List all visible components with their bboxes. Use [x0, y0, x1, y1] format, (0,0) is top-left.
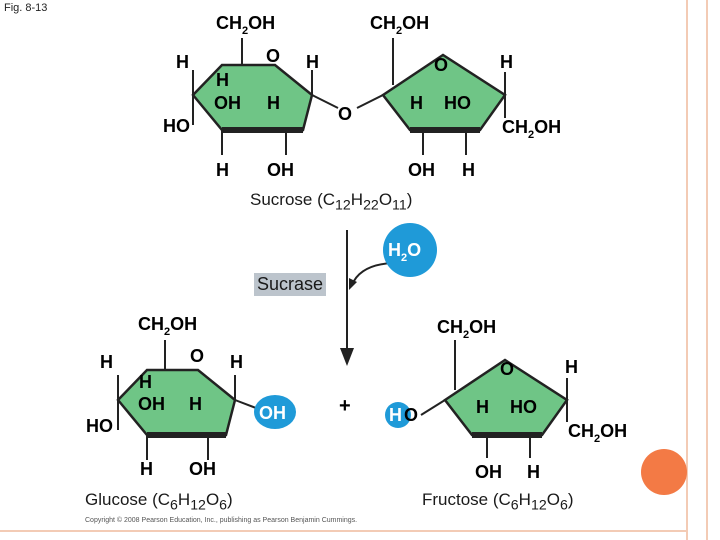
sucrose-atom-oh: OH	[408, 160, 435, 180]
slide-frame-right	[686, 0, 708, 540]
sucrose-atom-h: H	[216, 70, 229, 90]
fructose-ring	[443, 340, 569, 458]
sucrose-atom-oh: OH	[267, 160, 294, 180]
fructose-atom-h: H	[565, 357, 578, 377]
glucose-oh-highlight-text: OH	[259, 403, 286, 423]
sucrose-glucose-ring-oxygen: O	[266, 46, 280, 66]
sucrose-atom-h: H	[500, 52, 513, 72]
fructose-ring-oxygen: O	[500, 359, 514, 379]
reaction-arrowhead	[340, 348, 354, 366]
fructose-atom-oh: OH	[475, 462, 502, 482]
fructose-atom-h: H	[476, 397, 489, 417]
sucrose-ch2oh-right: CH2OH	[370, 13, 429, 37]
accent-dot	[641, 449, 687, 495]
sucrose-atom-h: H	[410, 93, 423, 113]
enzyme-label: Sucrase	[254, 273, 327, 296]
sucrose-atom-h: H	[306, 52, 319, 72]
glucose-ch2oh: CH2OH	[138, 314, 197, 338]
fructose-caption: Fructose (C6H12O6)	[422, 490, 574, 514]
sucrose-atom-ho: HO	[163, 116, 190, 136]
water-arrow	[351, 262, 393, 286]
fructose-h-highlight	[385, 402, 411, 428]
sucrose-ch2oh-bottom: CH2OH	[502, 117, 561, 141]
fructose-h-highlight-text: H	[389, 405, 402, 425]
glucose-ring-oxygen: O	[190, 346, 204, 366]
fructose-ch2oh-bottom: CH2OH	[568, 421, 627, 445]
glucose-atom-oh: OH	[138, 394, 165, 414]
glucose-caption: Glucose (C6H12O6)	[85, 490, 233, 514]
glucose-atom-ho: HO	[86, 416, 113, 436]
plus-sign: +	[339, 395, 351, 417]
figure-label: Fig. 8-13	[4, 2, 48, 14]
sucrose-atom-h: H	[216, 160, 229, 180]
fructose-ch2oh-top: CH2OH	[437, 317, 496, 341]
glucose-atom-h: H	[189, 394, 202, 414]
glucose-oh-highlight	[254, 395, 296, 429]
copyright-notice: Copyright © 2008 Pearson Education, Inc.…	[85, 517, 358, 524]
glucose-ring	[116, 340, 257, 460]
glucose-atom-h: H	[139, 372, 152, 392]
sucrose-caption: Sucrose (C12H22O11)	[250, 190, 413, 214]
fructose-atom-h: H	[527, 462, 540, 482]
water-molecule	[383, 223, 437, 277]
sucrose-glucose-ring	[191, 38, 339, 155]
glycosidic-oxygen: O	[338, 104, 352, 124]
sucrose-ch2oh-left: CH2OH	[216, 13, 275, 37]
sucrose-atom-h: H	[462, 160, 475, 180]
glucose-atom-h: H	[230, 352, 243, 372]
sucrose-atom-h: H	[267, 93, 280, 113]
sucrose-atom-h: H	[176, 52, 189, 72]
fructose-atom-ho: HO	[510, 397, 537, 417]
glucose-atom-oh: OH	[189, 459, 216, 479]
water-formula: H2O	[388, 240, 421, 264]
glucose-atom-h: H	[140, 459, 153, 479]
sucrose-fructose-ring-oxygen: O	[434, 55, 448, 75]
glucose-atom-h: H	[100, 352, 113, 372]
fructose-atom-o: O	[404, 405, 418, 425]
slide-frame-bottom	[0, 530, 686, 532]
sucrose-atom-ho: HO	[444, 93, 471, 113]
sucrose-atom-oh: OH	[214, 93, 241, 113]
sucrose-fructose-ring	[381, 38, 507, 155]
